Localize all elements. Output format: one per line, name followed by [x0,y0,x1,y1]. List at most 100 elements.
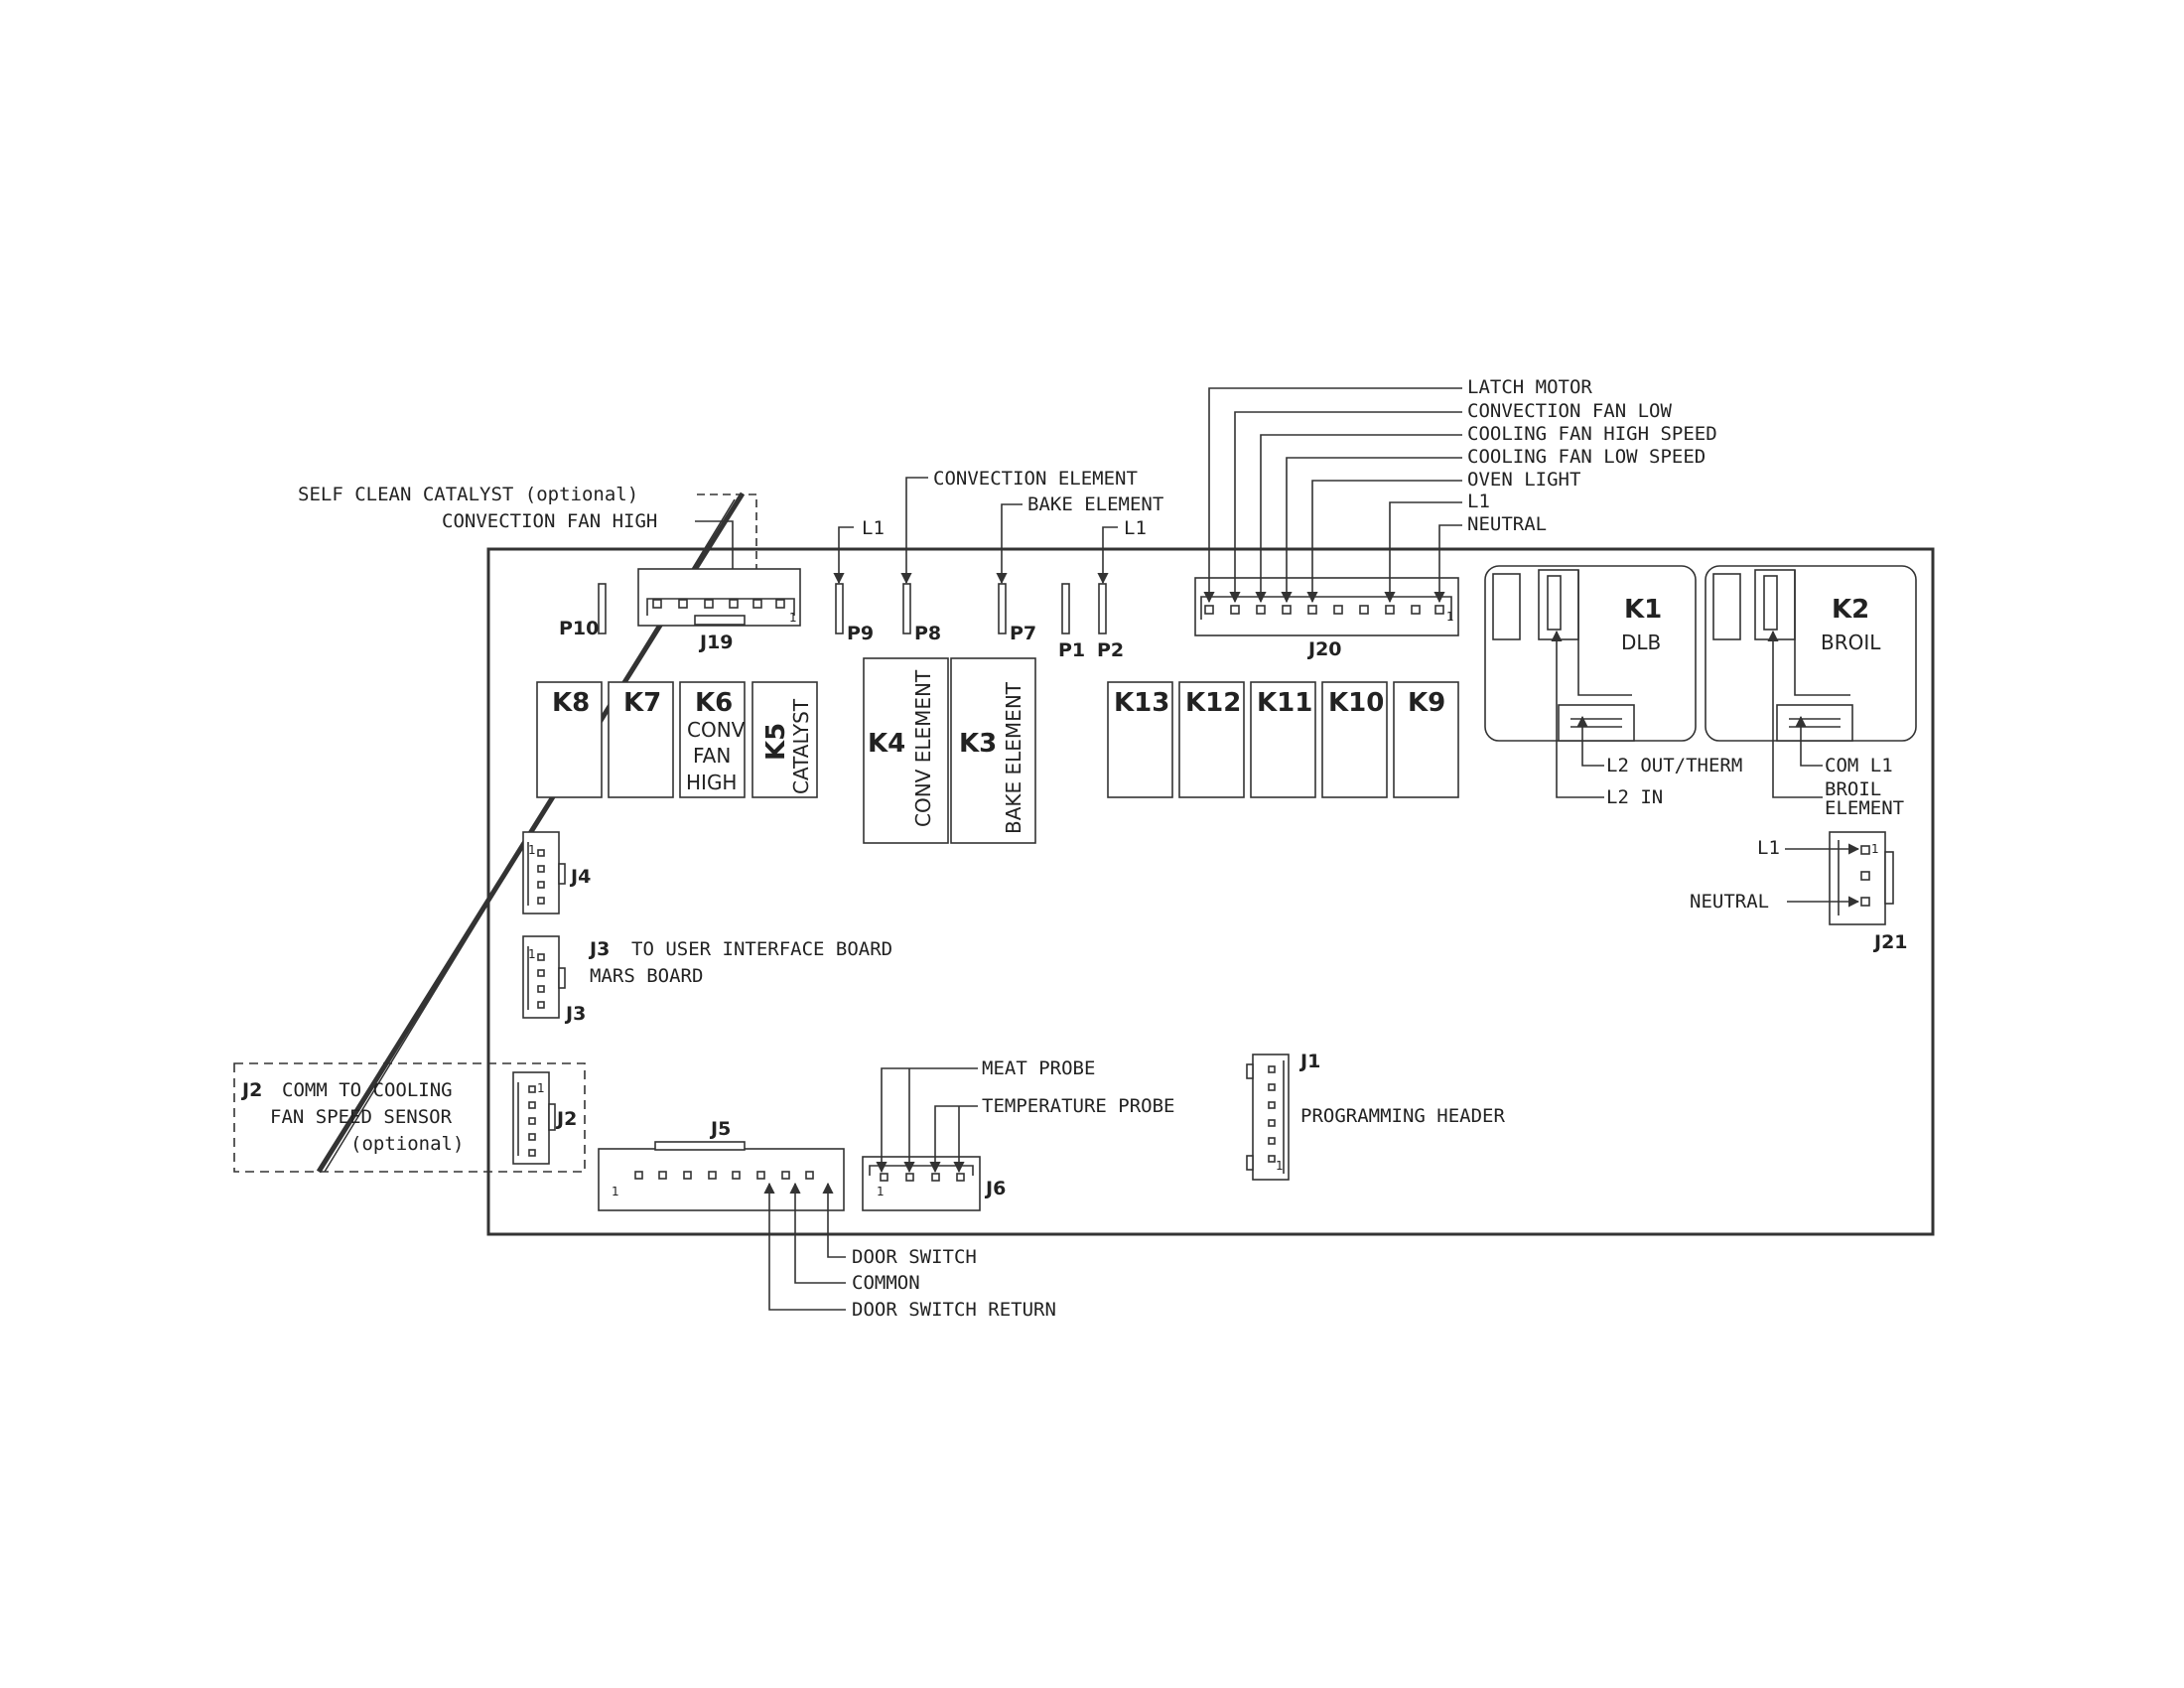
relay-k2-label: K2 [1832,595,1869,625]
p10-tab [598,583,607,634]
neutral-j21-label: NEUTRAL [1690,891,1769,913]
p1-label: P1 [1058,639,1085,661]
common-leader [789,1182,846,1284]
j1-label: J1 [1298,1051,1320,1072]
self-clean-leader [697,493,762,606]
relay-k6-sub1: CONV [687,718,746,742]
relay-k3 [950,657,1036,844]
j5-label: J5 [709,1118,731,1140]
common-label: COMMON [852,1272,920,1294]
relay-k3-sub: BAKE ELEMENT [1002,681,1025,834]
relay-k12-label: K12 [1185,688,1241,718]
j2-dashed-box [233,1062,586,1173]
convection-element-label: CONVECTION ELEMENT [933,468,1138,490]
j20-label: J20 [1306,638,1342,660]
relay-k13 [1107,681,1173,798]
door-switch-return-leader [763,1182,846,1311]
svg-text:1: 1 [528,947,536,961]
relay-k1 [1484,565,1697,742]
cool-low-label: COOLING FAN LOW SPEED [1467,446,1706,468]
relay-k6-sub2: FAN [693,744,731,768]
j19-connector: 1 [637,568,801,627]
j2-callout-ref: J2 [240,1079,262,1101]
p7-tab [998,583,1007,634]
relay-k5-sub: CATALYST [789,698,813,794]
relay-k9 [1393,681,1459,798]
j6-connector: 1 [862,1156,981,1211]
bake-element-leader [996,503,1023,585]
svg-text:1: 1 [1276,1159,1284,1173]
svg-text:1: 1 [537,1081,545,1095]
door-switch-leader [822,1182,846,1258]
p9-label: P9 [847,623,874,644]
j20-connector: 1 [1194,577,1459,636]
j4-connector: 1 [522,831,566,914]
conv-fan-low-label: CONVECTION FAN LOW [1467,400,1672,422]
l1-p9-label: L1 [862,517,885,539]
l1-p2-label: L1 [1124,517,1147,539]
temp-probe-leader-a [929,1105,978,1174]
j5-connector: 1 [598,1141,845,1211]
j2-label: J2 [555,1108,577,1130]
relay-k8 [536,681,603,798]
svg-text:1: 1 [1871,842,1879,856]
j4-label: J4 [569,866,591,888]
relay-k1-sub: DLB [1621,631,1661,654]
l1-j21-label: L1 [1757,837,1780,859]
broil-element-label-2: ELEMENT [1825,797,1904,819]
j6-label: J6 [984,1178,1006,1199]
relay-k4-label: K4 [868,729,905,759]
svg-text:1: 1 [877,1185,885,1198]
cool-low-leader [1281,457,1462,604]
relay-k11-label: K11 [1257,688,1312,718]
meat-probe-label: MEAT PROBE [982,1057,1095,1079]
neutral-j20-label: NEUTRAL [1467,513,1547,535]
j2-desc-2: FAN SPEED SENSOR [270,1106,453,1128]
l1-p2-leader [1097,526,1118,585]
p2-tab [1098,583,1107,634]
relay-k7-label: K7 [623,688,661,718]
svg-text:1: 1 [789,611,797,625]
latch-motor-leader [1203,387,1462,604]
l1-p9-leader [833,526,854,585]
relay-k2 [1705,565,1917,742]
relay-k13-label: K13 [1114,688,1169,718]
j19-label: J19 [698,632,734,653]
door-switch-label: DOOR SWITCH [852,1246,977,1268]
relay-k6 [679,681,746,798]
broil-element-label-1: BROIL [1825,778,1881,800]
meat-probe-leader-a [876,1067,978,1174]
relay-k9-label: K9 [1408,688,1445,718]
door-switch-return-label: DOOR SWITCH RETURN [852,1299,1056,1321]
programming-header-label: PROGRAMMING HEADER [1300,1105,1505,1127]
j3-label: J3 [564,1003,586,1025]
relay-k10-label: K10 [1328,688,1384,718]
j2-connector: 1 [512,1071,556,1165]
latch-motor-label: LATCH MOTOR [1467,376,1592,398]
oven-light-label: OVEN LIGHT [1467,469,1580,491]
conv-fan-low-leader [1229,411,1462,604]
p8-tab [902,583,911,634]
j3-callout-ref: J3 [588,938,610,960]
relay-k6-sub3: HIGH [686,771,737,794]
j3-connector: 1 [522,935,566,1019]
relay-k4-sub: CONV ELEMENT [911,669,935,827]
self-clean-label: SELF CLEAN CATALYST (optional) [298,484,638,505]
svg-text:1: 1 [612,1185,619,1198]
relay-k8-label: K8 [552,688,590,718]
mars-board-label: MARS BOARD [590,965,703,987]
relay-k10 [1321,681,1388,798]
oven-light-leader [1306,480,1462,604]
l2-out-label: L2 OUT/THERM [1606,755,1742,776]
cool-high-label: COOLING FAN HIGH SPEED [1467,423,1717,445]
svg-text:1: 1 [1446,610,1454,624]
bake-element-label: BAKE ELEMENT [1027,493,1163,515]
relay-k11 [1250,681,1316,798]
relay-k1-label: K1 [1624,595,1662,625]
broil-element-leader [1767,630,1823,798]
p8-label: P8 [914,623,941,644]
p7-label: P7 [1010,623,1036,644]
l2-in-label: L2 IN [1606,786,1663,808]
com-l1-label: COM L1 [1825,755,1893,776]
